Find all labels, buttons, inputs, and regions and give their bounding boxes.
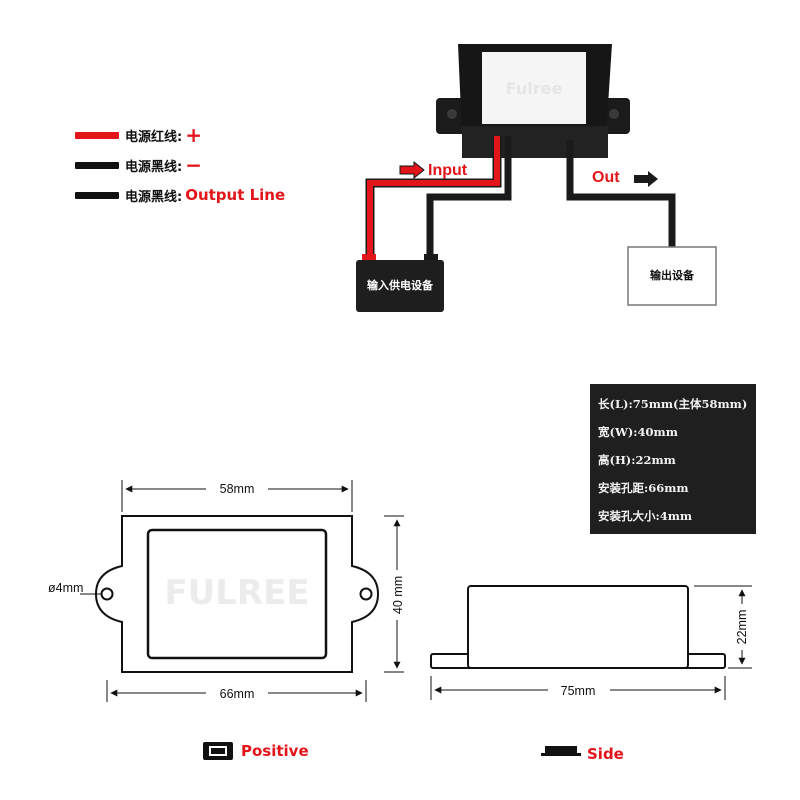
source-device-label: 输入供电设备 <box>367 278 434 292</box>
dim-bg <box>206 685 268 701</box>
source-device: 输入供电设备 <box>356 254 444 312</box>
plus-symbol: + <box>185 123 202 147</box>
spec-length: 长(L):75mm(主体58mm) <box>598 397 748 411</box>
legend-item-red-wire: 电源红线: + <box>75 123 202 147</box>
input-red-wire <box>365 136 502 256</box>
minus-symbol: − <box>185 153 202 177</box>
overall-width-label: 66mm <box>220 687 255 701</box>
module-brand: Fulree <box>506 79 563 98</box>
legend-item-output-wire: 电源黑线: Output Line <box>75 186 286 205</box>
positive-caption: Positive <box>241 742 309 760</box>
hole-size-label: ø4mm <box>48 581 83 595</box>
legend-item-black-wire: 电源黑线: − <box>75 153 202 177</box>
side-view-icon <box>541 746 581 756</box>
spec-hole-size: 安装孔大小:4mm <box>598 509 693 523</box>
output-black-wire <box>566 140 676 248</box>
load-device: 输出设备 <box>627 246 717 306</box>
load-device-label: 输出设备 <box>650 268 695 282</box>
body-width-label: 58mm <box>220 482 255 496</box>
output-line-label: Output Line <box>185 186 286 204</box>
converter-module: Fulree <box>436 44 630 158</box>
black-wire-swatch <box>75 161 119 169</box>
side-length-label: 75mm <box>561 684 596 698</box>
output-arrow-icon <box>634 171 658 187</box>
input-arrow-icon <box>399 160 425 180</box>
dim-bg <box>734 604 750 650</box>
side-height-label: 22mm <box>735 610 749 645</box>
output-label: Out <box>592 169 620 186</box>
front-view-drawing <box>94 515 380 673</box>
dim-bg <box>548 682 610 698</box>
red-wire-swatch <box>75 131 119 139</box>
spec-height: 高(H):22mm <box>598 453 676 467</box>
spec-hole-spacing: 安装孔距:66mm <box>598 481 689 495</box>
dim-bg <box>389 570 405 620</box>
legend-label: 电源黑线: <box>125 189 183 205</box>
side-caption: Side <box>587 745 624 763</box>
front-height-label: 40 mm <box>391 576 405 614</box>
dim-bg <box>206 480 268 496</box>
black-wire-swatch <box>75 191 119 199</box>
module-label-plate <box>482 52 586 124</box>
side-view-drawing <box>430 585 726 669</box>
legend-label: 电源红线: <box>125 129 183 145</box>
front-watermark: FULREE <box>164 573 309 613</box>
input-black-wire <box>426 136 512 256</box>
spec-panel: 长(L):75mm(主体58mm) 宽(W):40mm 高(H):22mm 安装… <box>590 384 756 534</box>
positive-view-icon <box>203 742 233 760</box>
legend-label: 电源黑线: <box>125 159 183 175</box>
spec-width: 宽(W):40mm <box>598 425 678 439</box>
input-label: Input <box>428 162 468 179</box>
